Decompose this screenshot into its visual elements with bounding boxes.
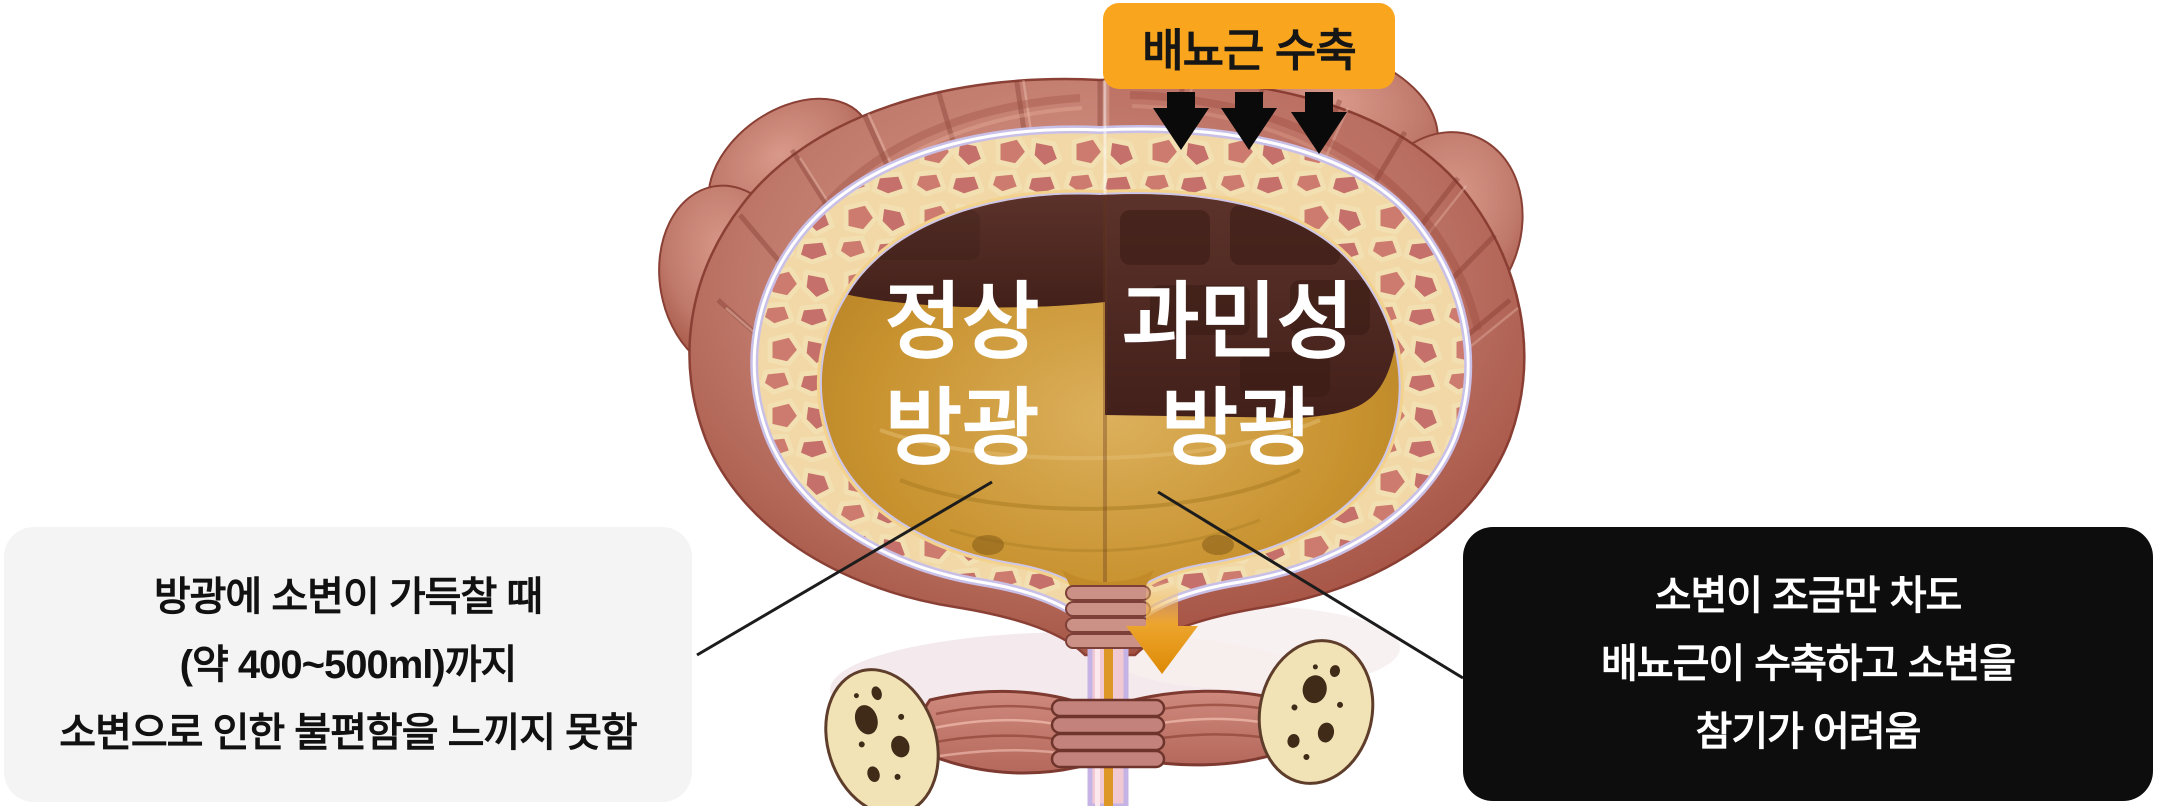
external-sphincter bbox=[1050, 698, 1166, 769]
detrusor-contraction-label: 배뇨근 수축 bbox=[1103, 3, 1395, 89]
pelvic-floor-muscle-left bbox=[919, 689, 1092, 775]
callout-text-line: 소변이 조금만 차도 bbox=[1654, 574, 1963, 618]
overactive-bladder-label-line1: 과민성 bbox=[1122, 275, 1354, 369]
internal-sphincter bbox=[1065, 585, 1151, 649]
callout-text-line: (약 400~500ml)까지 bbox=[179, 642, 518, 687]
normal-bladder-label-line1: 정상 bbox=[885, 275, 1040, 369]
normal-bladder-label-line2: 방광 bbox=[885, 381, 1040, 475]
callout-text-line: 배뇨근이 수축하고 소변을 bbox=[1600, 642, 2016, 686]
pressure-arrow-icon bbox=[1221, 92, 1277, 150]
callout-text-line: 소변으로 인한 불편함을 느끼지 못함 bbox=[59, 710, 637, 755]
overactive-bladder-callout: 소변이 조금만 차도 배뇨근이 수축하고 소변을 참기가 어려움 bbox=[1463, 527, 2153, 801]
pressure-arrow-icon bbox=[1153, 92, 1209, 150]
pressure-arrows-icon bbox=[1153, 92, 1347, 154]
pelvic-bone-right bbox=[1257, 639, 1375, 785]
callout-text-line: 방광에 소변이 가득찰 때 bbox=[153, 574, 543, 619]
right-callout-connector-line bbox=[1157, 490, 1464, 680]
overactive-bladder-label-line2: 방광 bbox=[1161, 381, 1316, 475]
leak-arrow-icon bbox=[1126, 583, 1198, 674]
callout-text-line: 참기가 어려움 bbox=[1695, 710, 1922, 754]
pelvic-bone-left bbox=[824, 668, 940, 806]
pressure-arrow-icon bbox=[1291, 92, 1347, 154]
normal-bladder-callout: 방광에 소변이 가득찰 때 (약 400~500ml)까지 소변으로 인한 불편… bbox=[4, 527, 692, 802]
left-callout-connector-line bbox=[696, 480, 993, 657]
